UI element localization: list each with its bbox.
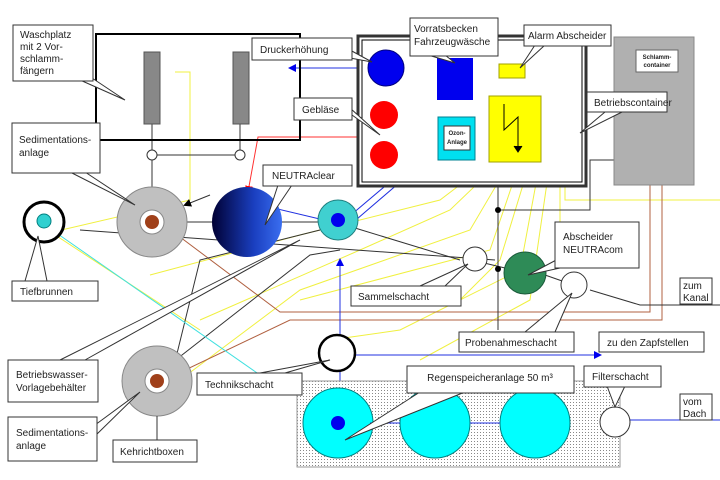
schlammcontainer-label-2: container [643, 63, 671, 69]
schaltschrank [488, 95, 542, 163]
schlammcontainer-label-1: Schlamm- [643, 55, 672, 61]
svg-text:Alarm Abscheider: Alarm Abscheider [528, 31, 607, 42]
callout-betriebscontainer: Betriebscontainer [579, 91, 672, 134]
cyan-line [44, 224, 261, 376]
svg-text:Dach: Dach [683, 409, 706, 420]
callout-waschplatz: Waschplatz mit 2 Vor- schlamm- fängern [12, 24, 126, 101]
ozon-label-1: Ozon- [449, 131, 466, 137]
callout-zum-kanal: zum Kanal [679, 277, 713, 305]
callout-neutraclear: NEUTRAclear [262, 164, 353, 226]
callout-druckerhoehung: Druckerhöhung [251, 37, 373, 63]
svg-text:Kanal: Kanal [683, 293, 709, 304]
callout-technikschacht: Technikschacht [196, 359, 331, 396]
geblaese-2 [370, 141, 398, 169]
red-air-line [245, 136, 380, 194]
junction-1 [495, 207, 501, 213]
callout-abscheider: Abscheider NEUTRAcom [527, 221, 640, 276]
svg-text:schlamm-: schlamm- [20, 54, 63, 65]
svg-text:Regenspeicheranlage 50 m³: Regenspeicheranlage 50 m³ [427, 373, 553, 384]
callout-kehrichtboxen: Kehrichtboxen [112, 439, 198, 463]
vorratsbecken-tank [437, 58, 473, 100]
schacht-node-2 [234, 149, 246, 161]
sammelschacht [462, 246, 488, 272]
svg-text:Tiefbrunnen: Tiefbrunnen [20, 287, 73, 298]
svg-text:vom: vom [683, 397, 702, 408]
neutraclear-tank [212, 187, 282, 257]
druckerhoehung-pump [367, 49, 405, 87]
technikschacht [317, 333, 357, 373]
callout-geblaese: Gebläse [293, 97, 381, 136]
svg-text:fängern: fängern [20, 66, 54, 77]
svg-text:NEUTRAclear: NEUTRAclear [272, 171, 335, 182]
svg-text:Sedimentations-: Sedimentations- [16, 428, 88, 439]
svg-text:Abscheider: Abscheider [563, 232, 614, 243]
vorschlammfang-1 [143, 51, 161, 125]
svg-text:Kehrichtboxen: Kehrichtboxen [120, 447, 184, 458]
callout-sedimentation-top: Sedimentations- anlage [11, 122, 136, 206]
svg-text:Probenahmeschacht: Probenahmeschacht [465, 338, 557, 349]
callout-betriebswasser: Betriebswasser- Vorlagebehälter [7, 239, 301, 403]
lightning-icon [503, 104, 519, 148]
svg-text:zu den Zapfstellen: zu den Zapfstellen [607, 338, 689, 349]
svg-text:Vorratsbecken: Vorratsbecken [414, 24, 478, 35]
svg-text:Fahrzeugwäsche: Fahrzeugwäsche [414, 37, 491, 48]
abscheider-neutracom [503, 251, 547, 295]
ozon-label-2: Anlage [447, 140, 468, 146]
svg-text:Druckerhöhung: Druckerhöhung [260, 45, 328, 56]
svg-text:Filterschacht: Filterschacht [592, 372, 649, 383]
alarm-abscheider-box [498, 63, 526, 79]
probenahmeschacht [560, 271, 588, 299]
callout-tiefbrunnen: Tiefbrunnen [11, 235, 99, 302]
callout-vorratsbecken: Vorratsbecken Fahrzeugwäsche [409, 17, 499, 64]
callout-zapfstellen: zu den Zapfstellen [598, 331, 705, 353]
svg-text:Gebläse: Gebläse [302, 105, 340, 116]
geblaese-1 [370, 101, 398, 129]
svg-text:Betriebswasser-: Betriebswasser- [16, 370, 88, 381]
filterschacht [599, 406, 631, 438]
regenspeicher-tank-3 [499, 387, 571, 459]
svg-text:Technikschacht: Technikschacht [205, 380, 274, 391]
svg-text:mit 2 Vor-: mit 2 Vor- [20, 42, 63, 53]
svg-text:NEUTRAcom: NEUTRAcom [563, 245, 623, 256]
callout-probenahme: Probenahmeschacht [458, 292, 575, 353]
svg-text:Sedimentations-: Sedimentations- [19, 135, 91, 146]
callout-alarm: Alarm Abscheider [519, 24, 612, 69]
junction-2 [495, 266, 501, 272]
callout-filterschacht: Filterschacht [583, 365, 662, 409]
schacht-node-1 [146, 149, 158, 161]
svg-text:Waschplatz: Waschplatz [20, 30, 71, 41]
svg-text:Sammelschacht: Sammelschacht [358, 292, 429, 303]
svg-text:Vorlagebehälter: Vorlagebehälter [16, 383, 87, 394]
svg-text:Betriebscontainer: Betriebscontainer [594, 98, 672, 109]
vorschlammfang-2 [232, 51, 250, 125]
svg-text:zum: zum [683, 281, 702, 292]
callout-sammelschacht: Sammelschacht [350, 263, 469, 307]
svg-text:anlage: anlage [16, 441, 46, 452]
callout-vom-dach: vom Dach [679, 393, 713, 421]
callout-regenspeicher: Regenspeicheranlage 50 m³ [344, 365, 575, 441]
svg-text:anlage: anlage [19, 148, 49, 159]
callout-sedimentation-bottom: Sedimentations- anlage [7, 391, 141, 462]
